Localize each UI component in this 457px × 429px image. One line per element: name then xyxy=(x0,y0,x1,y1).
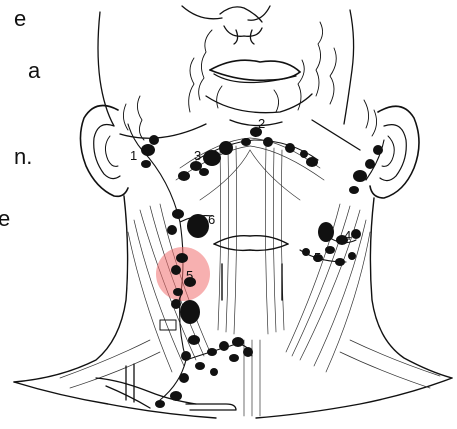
hyoid-cartilage xyxy=(214,236,288,300)
left-ear xyxy=(80,106,128,197)
facial-vessels xyxy=(123,22,376,140)
node-group-label: 3 xyxy=(194,148,201,163)
node-group-label: 2 xyxy=(258,116,265,131)
node-group-label: 5 xyxy=(314,250,321,265)
node-group-label: 4 xyxy=(344,228,351,243)
node-group-label: 1 xyxy=(130,148,137,163)
node-group-label: 7 xyxy=(176,290,183,305)
lymph-nodes xyxy=(141,127,383,408)
node-group-label: 6 xyxy=(208,212,215,227)
node-group-label: 5 xyxy=(186,268,193,283)
head-outline xyxy=(98,6,360,150)
